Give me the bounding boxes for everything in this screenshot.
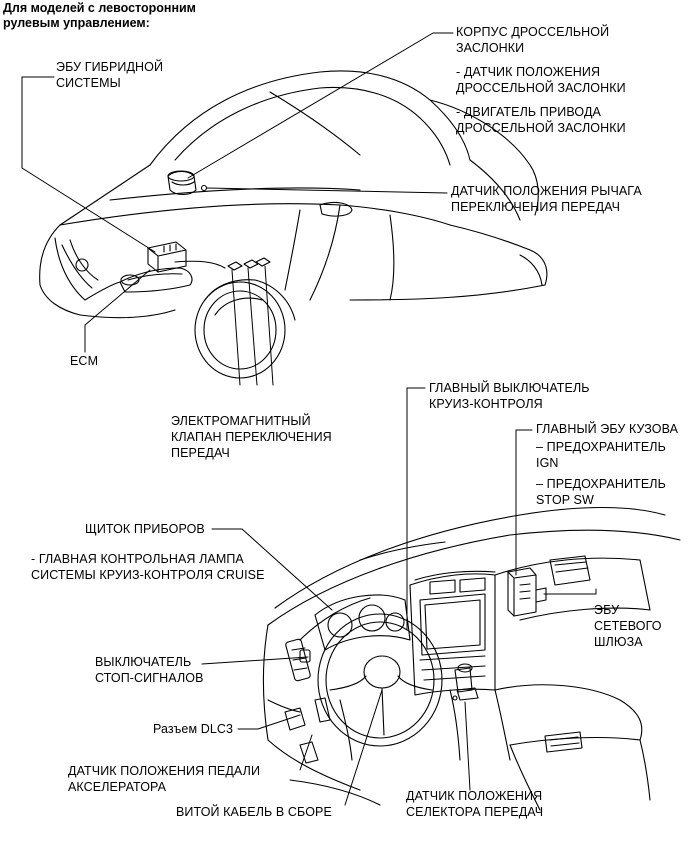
label-shift-selector-sensor: ДАТЧИК ПОЛОЖЕНИЯ СЕЛЕКТОРА ПЕРЕДАЧ xyxy=(406,789,544,819)
car-illustration xyxy=(39,70,548,379)
label-cruise-indicator: - ГЛАВНАЯ КОНТРОЛЬНАЯ ЛАМПА СИСТЕМЫ КРУИ… xyxy=(31,552,265,582)
throttle-body-component xyxy=(167,170,208,196)
label-throttle-position-sensor: - ДАТЧИК ПОЛОЖЕНИЯ ДРОССЕЛЬНОЙ ЗАСЛОНКИ xyxy=(456,65,626,95)
hybrid-ecu-component xyxy=(147,241,187,273)
label-main-body-ecu: ГЛАВНЫЙ ЭБУ КУЗОВА xyxy=(536,422,679,436)
label-gateway-ecu: ЭБУ СЕТЕВОГО ШЛЮЗА xyxy=(594,603,662,649)
main-body-ecu-component xyxy=(507,567,547,617)
leader-lines xyxy=(21,32,597,806)
label-throttle-motor: - ДВИГАТЕЛЬ ПРИВОДА ДРОССЕЛЬНОЙ ЗАСЛОНКИ xyxy=(456,105,626,135)
label-cruise-main-switch: ГЛАВНЫЙ ВЫКЛЮЧАТЕЛЬ КРУИЗ-КОНТРОЛЯ xyxy=(429,381,590,411)
label-fuse-ign: – ПРЕДОХРАНИТЕЛЬ IGN xyxy=(536,440,666,470)
label-hybrid-ecu: ЭБУ ГИБРИДНОЙ СИСТЕМЫ xyxy=(56,60,164,90)
label-stop-light-switch: ВЫКЛЮЧАТЕЛЬ СТОП-СИГНАЛОВ xyxy=(95,655,204,685)
interior-illustration xyxy=(262,506,681,811)
label-shift-lever-sensor: ДАТЧИК ПОЛОЖЕНИЯ РЫЧАГА ПЕРЕКЛЮЧЕНИЯ ПЕР… xyxy=(451,184,642,214)
label-spiral-cable: ВИТОЙ КАБЕЛЬ В СБОРЕ xyxy=(176,805,332,819)
label-shift-solenoid: ЭЛЕКТРОМАГНИТНЫЙ КЛАПАН ПЕРЕКЛЮЧЕНИЯ ПЕР… xyxy=(171,414,332,460)
diagram-header: Для моделей с левосторонним рулевым упра… xyxy=(3,1,196,30)
shift-solenoid-component xyxy=(227,257,271,271)
label-dlc3: Разъем DLC3 xyxy=(153,722,234,736)
label-ecm: ECM xyxy=(70,354,99,368)
label-throttle-body: КОРПУС ДРОССЕЛЬНОЙ ЗАСЛОНКИ xyxy=(456,25,610,55)
label-fuse-stop-sw: – ПРЕДОХРАНИТЕЛЬ STOP SW xyxy=(536,477,666,507)
label-instrument-cluster: ЩИТОК ПРИБОРОВ xyxy=(85,522,205,536)
label-accel-pedal-sensor: ДАТЧИК ПОЛОЖЕНИЯ ПЕДАЛИ АКСЕЛЕРАТОРА xyxy=(68,764,261,794)
